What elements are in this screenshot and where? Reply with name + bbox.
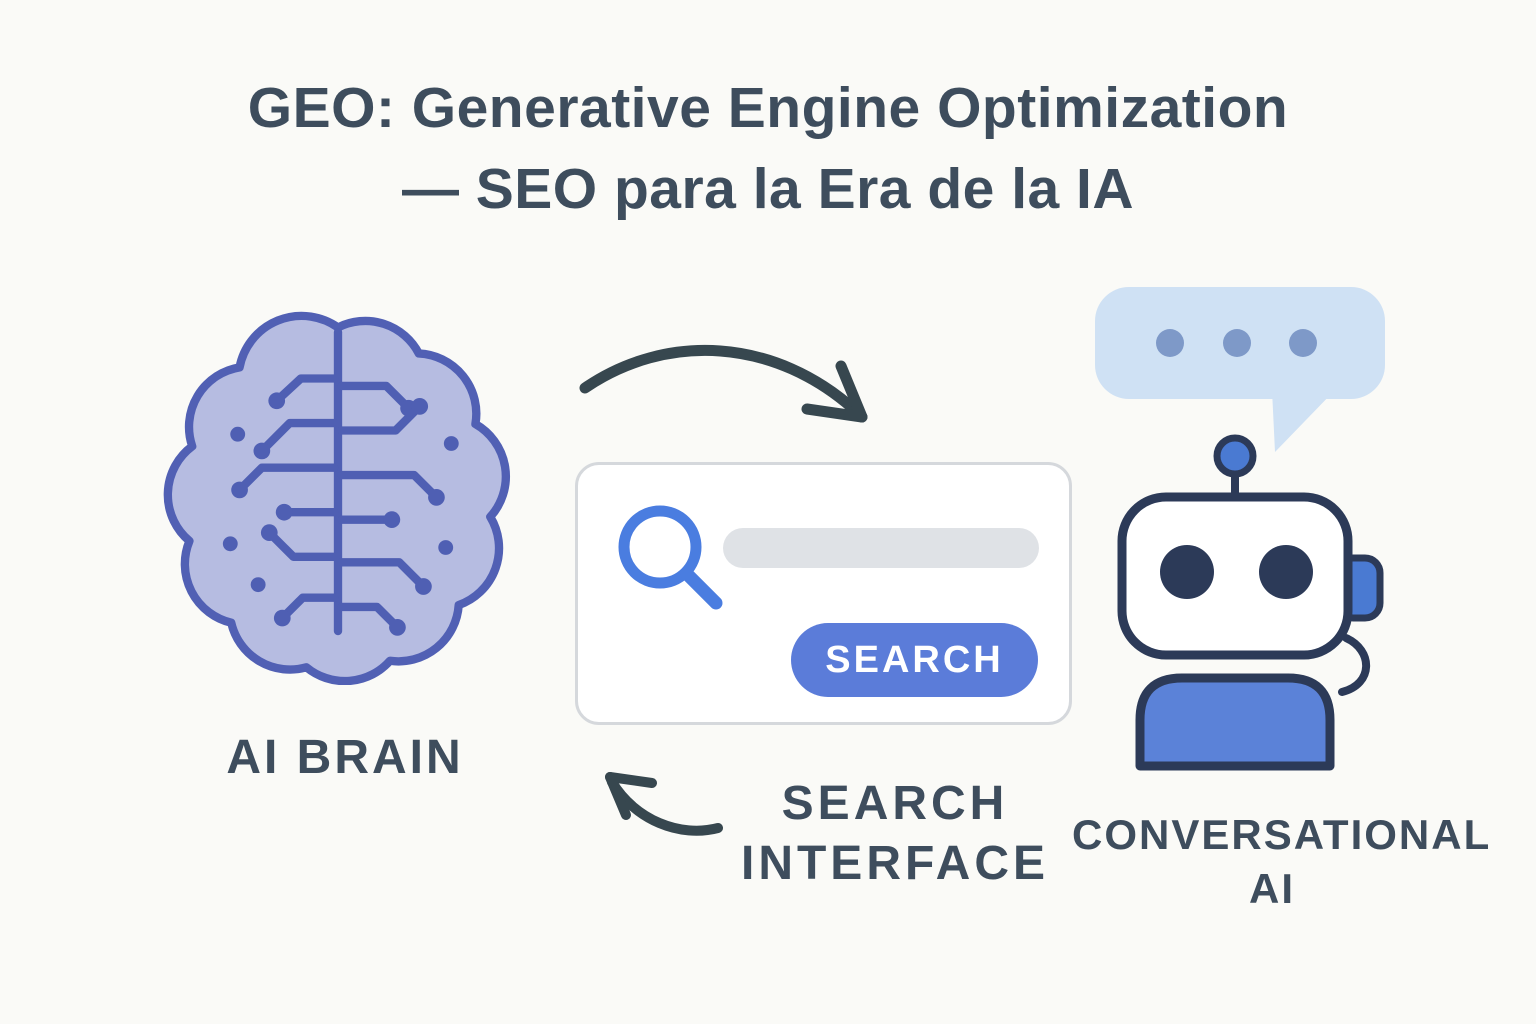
arrow-search-return-icon [605,772,723,836]
page-title: GEO: Generative Engine Optimization — SE… [0,68,1536,230]
arrow-brain-to-search-icon [579,344,868,423]
search-interface-label-line1: SEARCH [781,777,1009,830]
ai-brain-label: AI BRAIN [145,730,545,785]
ai-brain-icon [163,311,511,685]
conversational-ai-label-line1: CONVERSATIONAL [1072,811,1492,858]
conversational-ai-label-line2: AI [1249,864,1295,912]
speech-bubble-icon [1095,287,1385,452]
search-button-label: SEARCH [825,638,1004,681]
title-line-1: GEO: Generative Engine Optimization [247,76,1289,140]
search-icon [618,505,723,610]
title-line-2: — SEO para la Era de la IA [401,156,1135,221]
search-interface-label-line2: INTERFACE [740,837,1049,891]
search-interface-label: SEARCH INTERFACE [645,774,1145,895]
robot-icon [1095,287,1385,771]
search-button[interactable]: SEARCH [791,623,1038,697]
conversational-ai-label: CONVERSATIONAL AI [1072,808,1492,916]
search-interface-card: SEARCH [575,462,1072,725]
search-input[interactable] [723,528,1039,568]
ai-brain-label-text: AI BRAIN [226,731,464,784]
